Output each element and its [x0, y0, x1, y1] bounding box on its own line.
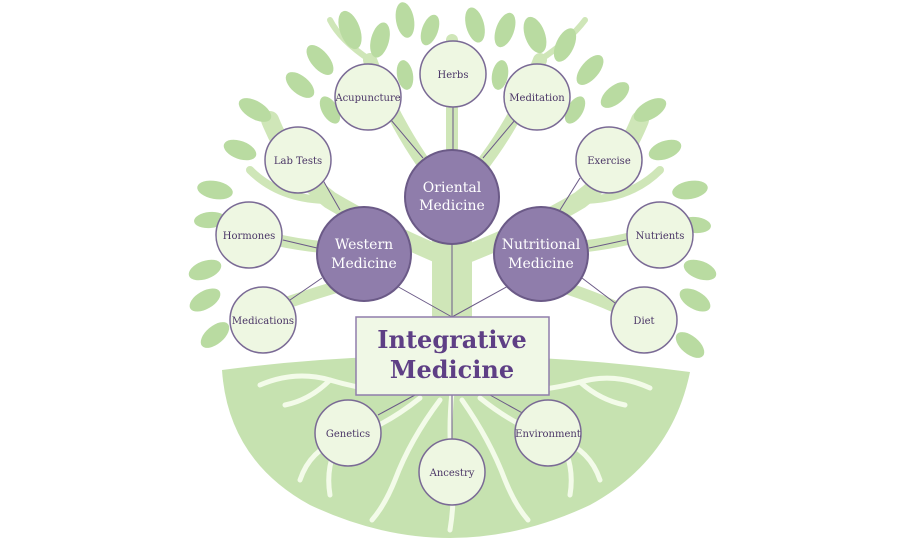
connector-western-center — [394, 284, 453, 318]
connector-nutrients — [588, 239, 627, 249]
hub-oriental-medicine: Oriental Medicine — [404, 149, 500, 245]
hub-label-line1: Nutritional — [502, 237, 581, 253]
node-acupuncture: Acupuncture — [334, 63, 402, 131]
node-genetics: Genetics — [314, 399, 382, 467]
hub-nutritional-medicine: Nutritional Medicine — [493, 206, 589, 302]
center-integrative-medicine: Integrative Medicine — [355, 316, 550, 396]
node-label: Herbs — [438, 70, 469, 81]
node-exercise: Exercise — [575, 126, 643, 194]
hub-label-line1: Oriental — [423, 180, 482, 196]
node-diet: Diet — [610, 286, 678, 354]
node-label: Genetics — [326, 429, 370, 440]
node-label: Hormones — [223, 231, 276, 242]
hub-label-line2: Medicine — [508, 256, 574, 272]
node-label: Medications — [232, 316, 294, 327]
connector-meditation — [482, 119, 516, 159]
node-medications: Medications — [229, 286, 297, 354]
node-label: Environment — [515, 429, 581, 440]
node-label: Acupuncture — [334, 93, 400, 104]
node-herbs: Herbs — [419, 40, 487, 108]
node-label: Diet — [633, 316, 654, 327]
node-label: Meditation — [509, 93, 565, 104]
node-label: Lab Tests — [274, 156, 322, 167]
tree-leaves — [188, 2, 717, 358]
connector-exercise — [559, 177, 581, 211]
node-hormones: Hormones — [215, 201, 283, 269]
node-lab-tests: Lab Tests — [264, 126, 332, 194]
node-ancestry: Ancestry — [418, 438, 486, 506]
connector-diet — [581, 277, 616, 304]
hub-label-line2: Medicine — [331, 256, 397, 272]
node-label: Exercise — [587, 156, 631, 167]
hub-western-medicine: Western Medicine — [316, 206, 412, 302]
node-label: Nutrients — [636, 231, 685, 242]
connector-nutritional-center — [451, 284, 511, 318]
connector-center-environment — [489, 394, 527, 416]
node-label: Ancestry — [429, 468, 475, 479]
hub-label-line2: Medicine — [419, 198, 485, 214]
connectors — [282, 107, 627, 440]
node-environment: Environment — [514, 399, 582, 467]
center-label-line1: Integrative — [377, 325, 526, 354]
connector-medications — [289, 277, 323, 301]
node-meditation: Meditation — [503, 63, 571, 131]
center-label-line2: Medicine — [390, 355, 514, 384]
connector-center-genetics — [377, 394, 416, 416]
hub-label-line1: Western — [335, 237, 393, 253]
connector-acupuncture — [390, 119, 424, 159]
node-nutrients: Nutrients — [626, 201, 694, 269]
connector-hormones — [282, 239, 318, 249]
